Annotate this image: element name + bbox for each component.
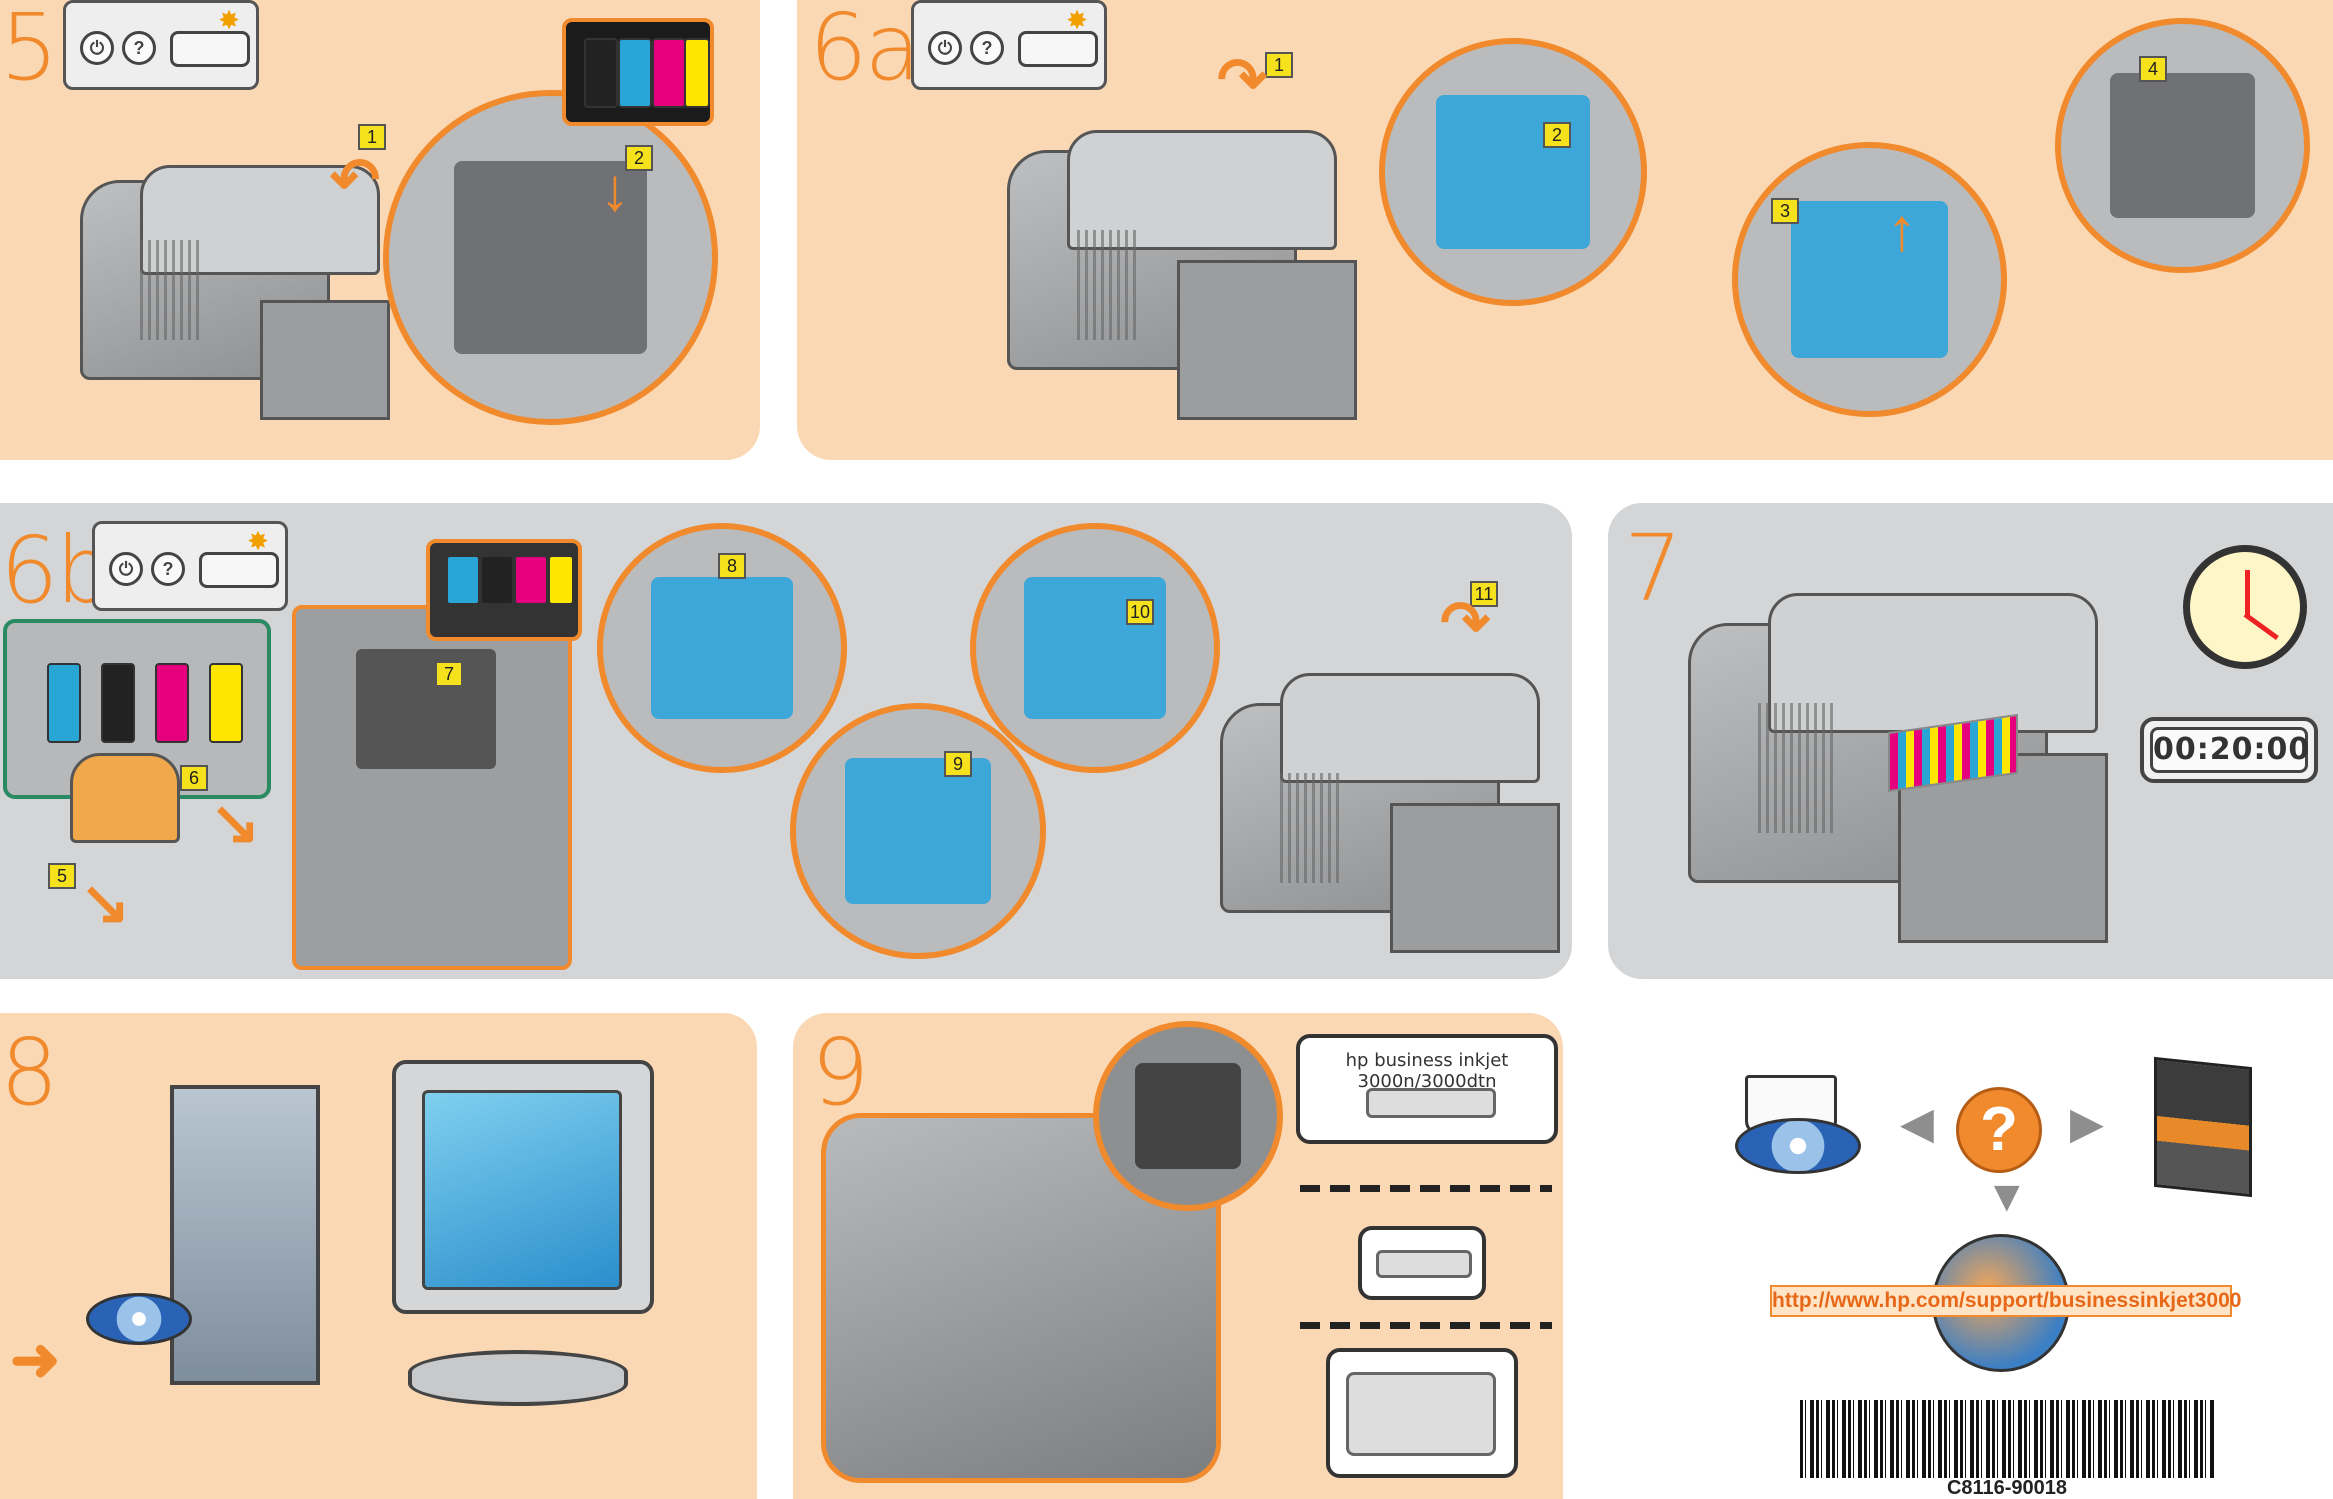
close-arrow-icon: ↷ [1440,589,1491,656]
ethernet-icon [1366,1088,1496,1118]
insert-cd-arrow-icon: ➜ [10,1326,61,1393]
step-number: 8 [0,1019,59,1126]
arrow-right-icon: ▶ [2070,1099,2104,1148]
printer-illustration [1220,573,1570,953]
timer-display: 00:20:00 [2140,717,2318,783]
printhead-slot-inset [426,539,582,641]
support-url-text[interactable]: http://www.hp.com/support/businessinkjet… [1772,1289,2242,1312]
detail-magnifier-ports [1093,1021,1283,1211]
panel-step-6a: 6a ⏻ ? ✸ 1 ↷ 2 3 ↑ 4 [797,0,2333,460]
callout-9: 9 [944,751,972,777]
callout-2: 2 [625,145,653,171]
computer-tower [170,1085,320,1385]
attention-light-icon: ✸ [247,526,269,556]
step-number: 7 [1624,515,1683,622]
insert-arrow-icon: ↓ [600,156,630,223]
callout-6: 6 [180,765,208,791]
callout-3: 3 [1771,198,1799,224]
cd-icon [1735,1118,1861,1174]
cd-icon [86,1293,192,1345]
detail-magnifier-4 [2055,18,2310,273]
lift-arrow-icon: ↶ [330,146,381,213]
model-label: hp business inkjet 3000n/3000dtn [1345,1050,1509,1092]
remove-arrow-icon: ↘ [210,789,261,856]
help-button-icon: ? [970,31,1004,65]
control-panel-icon: ⏻ ? ✸ [911,0,1107,90]
help-question-icon: ? [1956,1087,2042,1173]
callout-4: 4 [2139,56,2167,82]
detail-magnifier-9 [790,703,1046,959]
step-number: 5 [0,0,59,101]
detail-magnifier [383,90,718,425]
separator-2 [1300,1322,1552,1329]
callout-8: 8 [718,553,746,579]
arrow-left-icon: ◀ [1900,1099,1934,1148]
panel-step-6b: 6b ⏻ ? ✸ 6 5 ↘ ↘ 7 8 [0,503,1572,979]
printer-illustration [80,150,400,450]
detail-magnifier-10 [970,523,1220,773]
help-button-icon: ? [122,31,156,65]
callout-5: 5 [48,863,76,889]
detail-magnifier-2 [1379,38,1647,306]
callout-11: 11 [1470,581,1498,607]
part-number: C8116-90018 [1946,1477,2068,1499]
attention-light-icon: ✸ [1066,5,1088,35]
monitor-stand [408,1350,628,1406]
callout-1: 1 [358,124,386,150]
timer-value: 00:20:00 [2150,727,2309,773]
arrow-down-icon: ▼ [1985,1172,2029,1221]
carriage-inset [292,605,572,970]
control-panel-icon: ⏻ ? ✸ [63,0,259,90]
barcode [1800,1400,2214,1478]
usb-icon [1376,1250,1472,1278]
parallel-connection-box [1326,1348,1518,1478]
usb-connection-box [1358,1226,1486,1300]
clock-icon [2183,545,2307,669]
panel-step-5: 5 ⏻ ? ✸ 1 2 ↶ ↓ [0,0,760,460]
lcd-display [1018,31,1098,67]
network-connection-box: hp business inkjet 3000n/3000dtn [1296,1034,1558,1144]
lift-arrow-icon: ↷ [1217,46,1268,113]
parallel-port-icon [1346,1372,1496,1456]
printhead-illustration [60,743,240,963]
separator-1 [1300,1185,1552,1192]
control-panel-icon: ⏻ ? ✸ [92,521,288,611]
detail-magnifier-3 [1732,142,2007,417]
printer-illustration [1007,40,1367,440]
callout-7: 7 [435,661,463,687]
power-icon: ⏻ [80,31,114,65]
monitor [392,1060,654,1314]
printer-illustration [1688,563,2128,963]
monitor-screen [422,1090,622,1290]
callout-10: 10 [1126,599,1154,625]
step-number: 9 [811,1019,870,1126]
power-icon: ⏻ [109,552,143,586]
help-button-icon: ? [151,552,185,586]
power-icon: ⏻ [928,31,962,65]
manual-icon [2154,1056,2252,1198]
remove-arrow-icon: ↑ [1887,196,1917,263]
callout-2: 2 [1543,122,1571,148]
cartridge-inset [562,18,714,126]
step-number: 6a [809,0,921,101]
support-url[interactable]: http://www.hp.com/support/businessinkjet… [1770,1285,2242,1317]
lcd-display [199,552,279,588]
callout-1: 1 [1265,52,1293,78]
lcd-display [170,31,250,67]
cap-arrow-icon: ↘ [80,869,131,936]
attention-light-icon: ✸ [218,5,240,35]
